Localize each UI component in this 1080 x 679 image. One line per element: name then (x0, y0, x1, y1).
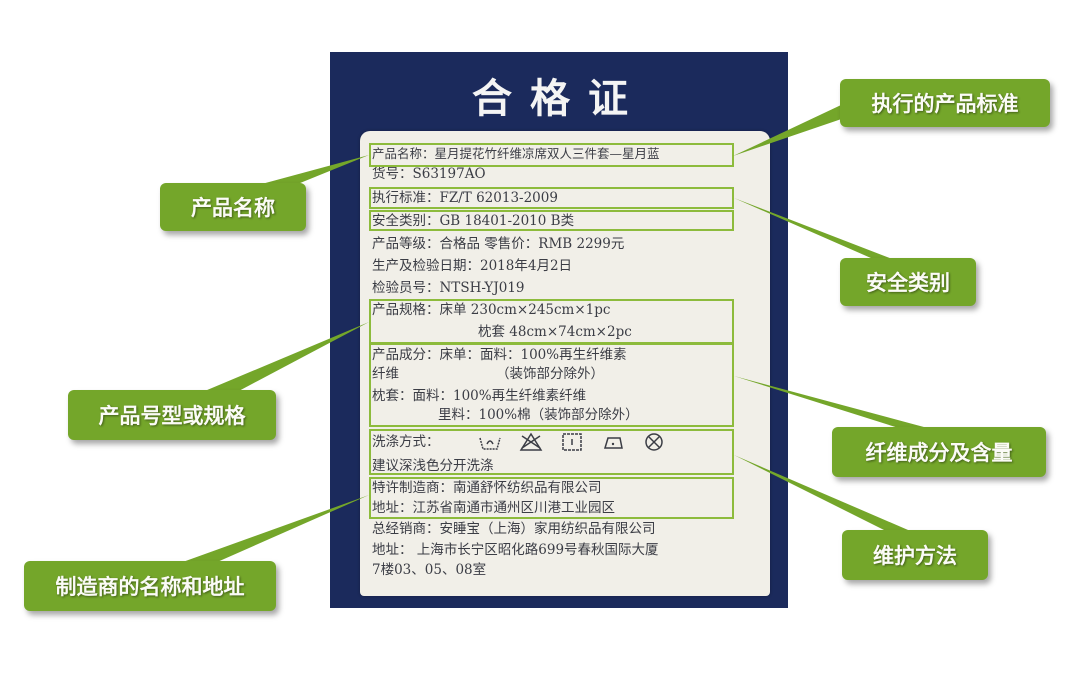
callout-care: 维护方法 (842, 530, 988, 580)
distributor-address-line: 地址： 上海市长宁区昭化路699号春秋国际大厦 (372, 542, 659, 558)
standard-line: 执行标准：FZ/T 62013-2009 (372, 190, 558, 206)
date-line: 生产及检验日期：2018年4月2日 (372, 258, 573, 274)
iron-low-icon (603, 437, 623, 449)
callout-spec: 产品号型或规格 (68, 390, 276, 440)
spec-line-1: 产品规格：床单 230cm×245cm×1pc (372, 302, 611, 318)
highlight-product-name (369, 143, 734, 167)
product-name-line: 产品名称：星月提花竹纤维凉席双人三件套—星月蓝 (372, 146, 660, 161)
drip-dry-icon (562, 433, 582, 451)
callout-standard: 执行的产品标准 (840, 79, 1050, 127)
item-number-line: 货号：S63197AO (372, 166, 486, 182)
do-not-bleach-icon (519, 432, 543, 451)
composition-line-2b: （装饰部分除外） (496, 366, 604, 382)
inspector-line: 检验员号：NTSH-YJ019 (372, 280, 525, 296)
composition-line-4: 里料：100%棉（装饰部分除外） (438, 407, 639, 423)
care-label: 洗涤方式： (372, 434, 440, 450)
highlight-standard (369, 187, 734, 209)
grade-price-line: 产品等级：合格品 零售价：RMB 2299元 (372, 236, 625, 252)
manufacturer-address-line: 地址：江苏省南通市通州区川港工业园区 (372, 500, 615, 516)
highlight-care (369, 429, 734, 475)
callout-composition: 纤维成分及含量 (832, 427, 1046, 477)
spec-line-2: 枕套 48cm×74cm×2pc (478, 324, 632, 340)
care-symbols (478, 432, 666, 452)
callout-safety: 安全类别 (840, 258, 976, 306)
hand-wash-icon (479, 437, 501, 450)
highlight-manufacturer (369, 477, 734, 519)
composition-line-3: 枕套：面料：100%再生纤维素纤维 (372, 388, 587, 404)
highlight-safety (369, 210, 734, 231)
care-note: 建议深浅色分开洗涤 (372, 458, 494, 474)
distributor-line: 总经销商：安睡宝（上海）家用纺织品有限公司 (372, 521, 656, 537)
composition-line-1: 产品成分：床单：面料：100%再生纤维素 (372, 347, 627, 363)
highlight-spec (369, 299, 734, 344)
distributor-address-line-2: 7楼03、05、08室 (372, 562, 487, 578)
do-not-dry-clean-icon (645, 433, 663, 451)
certificate-title: 合格证 (472, 76, 646, 122)
safety-line: 安全类别：GB 18401-2010 B类 (372, 213, 575, 229)
highlight-composition (369, 343, 734, 427)
composition-line-2a: 纤维 (372, 366, 399, 382)
manufacturer-line: 特许制造商：南通舒怀纺织品有限公司 (372, 480, 602, 496)
callout-product-name: 产品名称 (160, 183, 306, 231)
callout-manufacturer: 制造商的名称和地址 (24, 561, 276, 611)
